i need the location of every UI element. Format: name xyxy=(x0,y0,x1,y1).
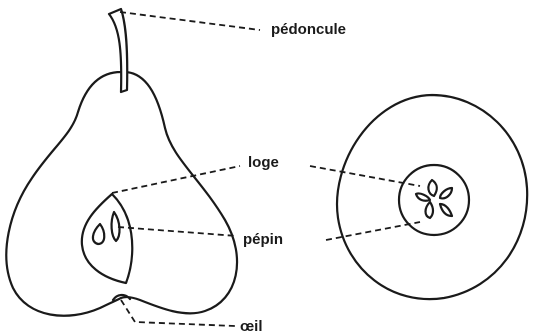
cross-seed-2 xyxy=(440,188,452,198)
pear-longitudinal-section xyxy=(6,9,237,316)
cross-section-outline xyxy=(337,95,527,299)
cross-seed-5 xyxy=(440,204,452,216)
leader-locule-left xyxy=(112,166,240,193)
pear-cross-section xyxy=(337,95,527,299)
leader-locule-right xyxy=(310,166,420,186)
cross-seed-4 xyxy=(426,202,434,218)
label-stem: pédoncule xyxy=(271,21,346,38)
label-seed: pépin xyxy=(243,231,283,248)
core-chamber xyxy=(82,194,132,283)
seed-left xyxy=(93,224,104,244)
leader-stem xyxy=(120,12,260,30)
leader-seed-left xyxy=(118,227,237,236)
stalk xyxy=(109,9,127,92)
cross-section-seeds xyxy=(416,180,452,218)
cross-seed-3 xyxy=(416,193,430,200)
label-locule: loge xyxy=(248,154,279,171)
label-eye: œil xyxy=(240,318,263,334)
cross-seed-1 xyxy=(428,180,436,196)
pear-outline xyxy=(6,72,237,316)
